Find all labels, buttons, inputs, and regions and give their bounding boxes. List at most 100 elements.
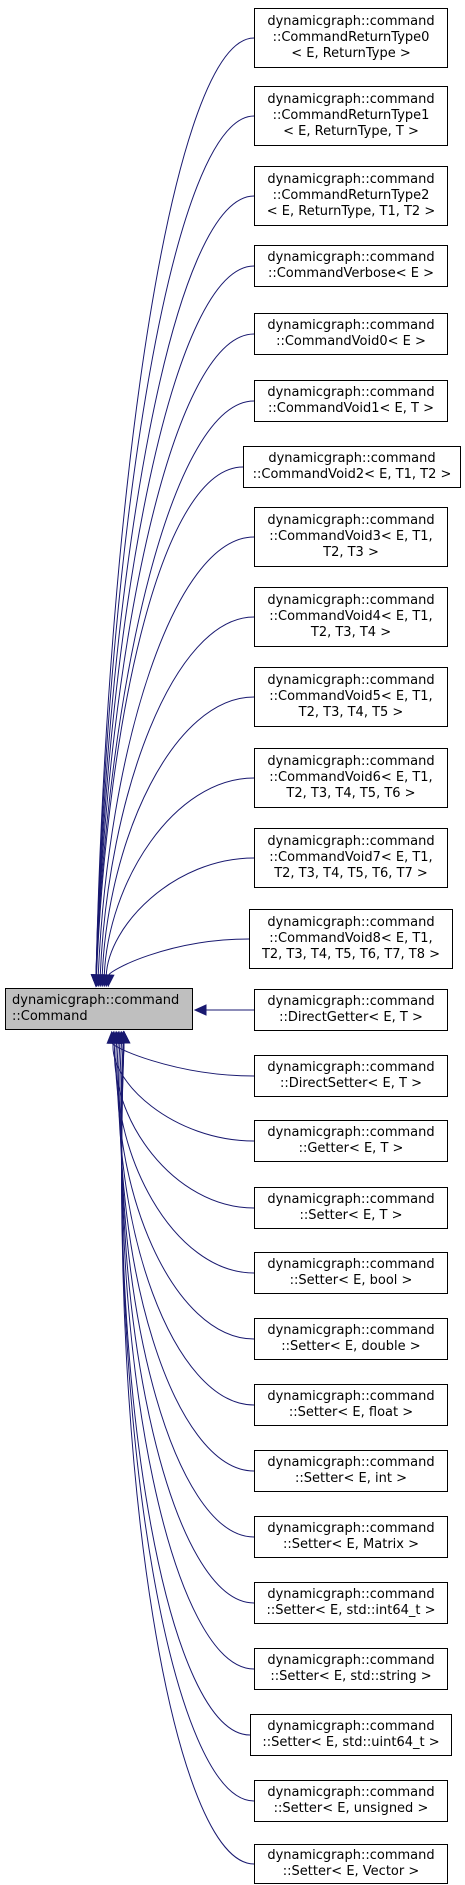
derived-class-label-line: dynamicgraph::command bbox=[267, 1521, 435, 1536]
derived-class-label-line: dynamicgraph::command bbox=[267, 1060, 435, 1075]
derived-class-label-line: ::Setter< E, Vector > bbox=[282, 1864, 420, 1879]
inheritance-arrowhead bbox=[193, 1004, 207, 1016]
derived-class-label-line: ::Setter< E, double > bbox=[281, 1339, 421, 1354]
derived-class-node[interactable]: dynamicgraph::command::Setter< E, unsign… bbox=[254, 1780, 448, 1822]
derived-class-label-line: dynamicgraph::command bbox=[267, 754, 435, 769]
derived-class-label-line: dynamicgraph::command bbox=[267, 318, 435, 333]
derived-class-label-line: dynamicgraph::command bbox=[267, 593, 435, 608]
derived-class-node[interactable]: dynamicgraph::command::Setter< E, std::i… bbox=[254, 1582, 448, 1624]
derived-class-node[interactable]: dynamicgraph::command::Setter< E, T > bbox=[254, 1187, 448, 1229]
inheritance-edge bbox=[120, 1041, 251, 1736]
derived-class-node[interactable]: dynamicgraph::command::Setter< E, bool > bbox=[254, 1252, 448, 1294]
derived-class-label-line: dynamicgraph::command bbox=[267, 1257, 435, 1272]
derived-class-label-line: dynamicgraph::command bbox=[267, 513, 435, 528]
derived-class-label-line: dynamicgraph::command bbox=[267, 1587, 435, 1602]
derived-class-label-line: dynamicgraph::command bbox=[267, 1848, 435, 1863]
derived-class-label-line: < E, ReturnType, T1, T2 > bbox=[266, 204, 436, 219]
derived-class-label-line: ::Setter< E, unsigned > bbox=[273, 1801, 429, 1816]
derived-class-node[interactable]: dynamicgraph::command::Setter< E, Matrix… bbox=[254, 1516, 448, 1558]
derived-class-node[interactable]: dynamicgraph::command::CommandReturnType… bbox=[254, 166, 448, 226]
derived-class-label-line: ::CommandVoid1< E, T > bbox=[267, 401, 435, 416]
derived-class-node[interactable]: dynamicgraph::command::Setter< E, double… bbox=[254, 1318, 448, 1360]
derived-class-node[interactable]: dynamicgraph::command::CommandVoid2< E, … bbox=[243, 446, 461, 488]
derived-class-label-line: < E, ReturnType > bbox=[291, 46, 411, 61]
derived-class-node[interactable]: dynamicgraph::command::CommandVoid0< E > bbox=[254, 313, 448, 355]
inheritance-edge bbox=[95, 400, 255, 977]
inheritance-edge bbox=[99, 616, 255, 977]
derived-class-label-line: dynamicgraph::command bbox=[267, 834, 435, 849]
derived-class-node[interactable]: dynamicgraph::command::Setter< E, Vector… bbox=[254, 1844, 448, 1884]
derived-class-label-line: dynamicgraph::command bbox=[267, 14, 435, 29]
derived-class-label-line: dynamicgraph::command bbox=[267, 385, 435, 400]
inheritance-edge bbox=[101, 696, 255, 977]
derived-class-label-line: T2, T3, T4, T5, T6, T7 > bbox=[274, 866, 428, 881]
derived-class-label-line: ::Setter< E, bool > bbox=[289, 1273, 413, 1288]
derived-class-label-line: dynamicgraph::command bbox=[267, 92, 435, 107]
inheritance-arrowhead bbox=[118, 1030, 131, 1044]
derived-class-label-line: dynamicgraph::command bbox=[267, 250, 435, 265]
derived-class-node[interactable]: dynamicgraph::command::Getter< E, T > bbox=[254, 1120, 448, 1162]
derived-class-node[interactable]: dynamicgraph::command::Setter< E, float … bbox=[254, 1384, 448, 1426]
derived-class-node[interactable]: dynamicgraph::command::Setter< E, std::u… bbox=[250, 1714, 452, 1756]
derived-class-label-line: dynamicgraph::command bbox=[267, 1719, 435, 1734]
derived-class-node[interactable]: dynamicgraph::command::CommandVoid1< E, … bbox=[254, 380, 448, 422]
derived-class-node[interactable]: dynamicgraph::command::CommandVoid3< E, … bbox=[254, 507, 448, 567]
derived-class-label-line: T2, T3 > bbox=[323, 545, 379, 560]
inheritance-edge bbox=[118, 1041, 255, 1406]
derived-class-node[interactable]: dynamicgraph::command::DirectSetter< E, … bbox=[254, 1055, 448, 1097]
derived-class-node[interactable]: dynamicgraph::command::Setter< E, int > bbox=[254, 1450, 448, 1492]
inheritance-edge bbox=[115, 1041, 255, 1274]
derived-class-label-line: ::Getter< E, T > bbox=[298, 1141, 404, 1156]
inheritance-edge bbox=[95, 466, 244, 977]
derived-class-label-line: ::Setter< E, std::uint64_t > bbox=[262, 1735, 440, 1750]
derived-class-label-line: dynamicgraph::command bbox=[267, 1323, 435, 1338]
derived-class-node[interactable]: dynamicgraph::command::CommandReturnType… bbox=[254, 8, 448, 68]
derived-class-node[interactable]: dynamicgraph::command::CommandVoid4< E, … bbox=[254, 587, 448, 647]
derived-class-label-line: T2, T3, T4, T5 > bbox=[298, 705, 404, 720]
derived-class-label-line: ::Setter< E, Matrix > bbox=[282, 1537, 419, 1552]
inheritance-edge bbox=[116, 1041, 255, 1340]
derived-class-label-line: ::CommandVoid8< E, T1, bbox=[269, 931, 433, 946]
inheritance-edge bbox=[111, 1041, 255, 1077]
inheritance-edge bbox=[95, 37, 255, 977]
derived-class-label-line: ::CommandVoid2< E, T1, T2 > bbox=[252, 467, 452, 482]
derived-class-label-line: T2, T3, T4, T5, T6, T7, T8 > bbox=[261, 947, 441, 962]
inheritance-edge bbox=[95, 333, 255, 977]
derived-class-label-line: ::Setter< E, std::string > bbox=[270, 1669, 432, 1684]
derived-class-label-line: ::CommandVoid6< E, T1, bbox=[269, 770, 433, 785]
derived-class-label-line: dynamicgraph::command bbox=[267, 172, 435, 187]
derived-class-node[interactable]: dynamicgraph::command::CommandReturnType… bbox=[254, 86, 448, 146]
derived-class-label-line: ::CommandVoid5< E, T1, bbox=[269, 689, 433, 704]
derived-class-label-line: dynamicgraph::command bbox=[267, 1192, 435, 1207]
derived-class-node[interactable]: dynamicgraph::command::CommandVerbose< E… bbox=[254, 245, 448, 287]
derived-class-node[interactable]: dynamicgraph::command::CommandVoid7< E, … bbox=[254, 828, 448, 888]
derived-class-label-line: T2, T3, T4, T5, T6 > bbox=[286, 786, 416, 801]
inheritance-edge bbox=[121, 1041, 255, 1865]
derived-class-label-line: dynamicgraph::command bbox=[267, 915, 435, 930]
derived-class-node[interactable]: dynamicgraph::command::DirectGetter< E, … bbox=[254, 989, 448, 1031]
derived-class-label-line: ::CommandVoid0< E > bbox=[276, 334, 426, 349]
derived-class-label-line: ::CommandReturnType1 bbox=[272, 108, 430, 123]
derived-class-label-line: ::Setter< E, int > bbox=[294, 1471, 408, 1486]
derived-class-label-line: ::DirectSetter< E, T > bbox=[280, 1076, 422, 1091]
derived-class-label-line: dynamicgraph::command bbox=[267, 1785, 435, 1800]
derived-class-label-line: ::CommandReturnType0 bbox=[272, 30, 430, 45]
inheritance-edge bbox=[95, 115, 255, 977]
derived-class-label-line: dynamicgraph::command bbox=[267, 1389, 435, 1404]
base-class-label-line-1: dynamicgraph::command bbox=[12, 993, 180, 1008]
derived-class-node[interactable]: dynamicgraph::command::CommandVoid8< E, … bbox=[249, 909, 453, 969]
derived-class-node[interactable]: dynamicgraph::command::CommandVoid6< E, … bbox=[254, 748, 448, 808]
derived-class-label-line: T2, T3, T4 > bbox=[310, 625, 392, 640]
derived-class-label-line: dynamicgraph::command bbox=[267, 1125, 435, 1140]
derived-class-label-line: ::CommandVoid3< E, T1, bbox=[269, 529, 433, 544]
derived-class-label-line: dynamicgraph::command bbox=[267, 673, 435, 688]
derived-class-label-line: dynamicgraph::command bbox=[267, 1455, 435, 1470]
inheritance-edge bbox=[105, 857, 255, 977]
inheritance-edge bbox=[113, 1041, 255, 1209]
derived-class-label-line: dynamicgraph::command bbox=[267, 994, 435, 1009]
derived-class-node[interactable]: dynamicgraph::command::CommandVoid5< E, … bbox=[254, 667, 448, 727]
derived-class-node[interactable]: dynamicgraph::command::Setter< E, std::s… bbox=[254, 1648, 448, 1690]
base-class-label-line-2: ::Command bbox=[12, 1009, 88, 1024]
